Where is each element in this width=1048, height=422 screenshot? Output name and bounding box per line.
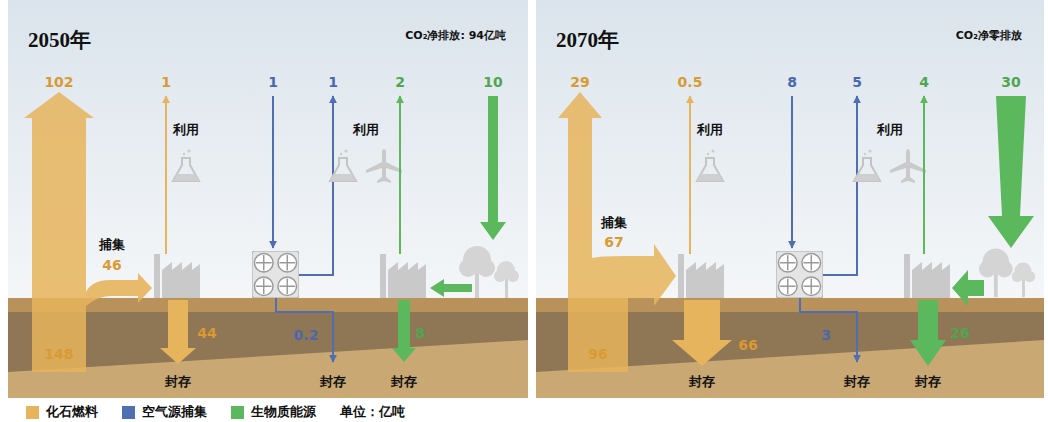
value-number: 1 bbox=[328, 75, 338, 89]
illustration-shape bbox=[173, 150, 199, 182]
legend-item: 空气源捕集 bbox=[122, 403, 207, 421]
illustration-shape bbox=[160, 300, 196, 364]
illustration-shape bbox=[979, 248, 1035, 297]
value-number: 148 bbox=[44, 347, 73, 361]
flow-label: 利用 bbox=[353, 123, 379, 136]
flow-label: 封存 bbox=[391, 375, 417, 388]
illustration-shape bbox=[697, 150, 723, 182]
illustration-shape bbox=[480, 96, 506, 240]
flow-label: 封存 bbox=[915, 375, 941, 388]
value-number: 1 bbox=[161, 75, 171, 89]
legend-text: 化石燃料 bbox=[46, 403, 98, 421]
legend-text: 生物质能源 bbox=[251, 403, 316, 421]
illustration-shape bbox=[823, 96, 857, 275]
legend-text: 空气源捕集 bbox=[142, 403, 207, 421]
illustration-shape bbox=[399, 96, 401, 254]
flow-label: 封存 bbox=[689, 375, 715, 388]
illustration-shape bbox=[276, 298, 333, 362]
panel-subtitle: CO₂净排放: 94亿吨 bbox=[405, 28, 506, 43]
value-number: 1 bbox=[268, 75, 278, 89]
flow-label: 利用 bbox=[697, 123, 723, 136]
illustration-shape bbox=[952, 270, 984, 306]
panel-2070-art bbox=[558, 92, 1035, 372]
illustration-shape bbox=[252, 251, 299, 298]
value-number: 66 bbox=[738, 338, 757, 352]
illustration-shape bbox=[165, 96, 167, 254]
illustration-shape bbox=[672, 300, 732, 366]
illustration-shape bbox=[791, 96, 793, 248]
value-number: 3 bbox=[821, 328, 831, 342]
value-number: 67 bbox=[604, 235, 623, 249]
flow-label: 封存 bbox=[320, 375, 346, 388]
value-number: 102 bbox=[44, 75, 73, 89]
panel: 2050年 CO₂净排放: 94亿吨 bbox=[8, 0, 528, 120]
illustration-shape bbox=[854, 150, 880, 182]
value-number: 44 bbox=[197, 326, 216, 340]
illustration-shape bbox=[330, 150, 356, 182]
panel-ground bbox=[8, 0, 1044, 398]
panel: 2070年 CO₂净零排放 bbox=[536, 0, 1044, 120]
panel-2050-art bbox=[24, 92, 519, 372]
illustration-shape bbox=[558, 92, 676, 372]
legend-swatch bbox=[26, 406, 39, 419]
value-number: 30 bbox=[1001, 75, 1020, 89]
illustration-shape bbox=[904, 254, 950, 298]
illustration-shape bbox=[800, 298, 857, 362]
illustration-shape bbox=[154, 254, 200, 298]
value-number: 0.5 bbox=[678, 75, 703, 89]
illustration-shape bbox=[988, 96, 1034, 248]
value-number: 8 bbox=[415, 326, 425, 340]
flow-label: 利用 bbox=[877, 123, 903, 136]
illustration-shape bbox=[366, 149, 402, 183]
illustration-shape bbox=[678, 254, 724, 298]
illustration-shape bbox=[890, 149, 926, 183]
legend: 化石燃料 空气源捕集 生物质能源 单位：亿吨 bbox=[26, 403, 405, 421]
value-number: 5 bbox=[852, 75, 862, 89]
value-number: 96 bbox=[588, 347, 607, 361]
legend-swatch bbox=[122, 406, 135, 419]
flow-label: 封存 bbox=[165, 375, 191, 388]
value-number: 26 bbox=[950, 326, 969, 340]
value-number: 46 bbox=[102, 258, 121, 272]
legend-item: 生物质能源 bbox=[231, 403, 316, 421]
illustration-shape bbox=[689, 96, 691, 254]
legend-swatch bbox=[231, 406, 244, 419]
unit-note: 单位：亿吨 bbox=[340, 403, 405, 421]
illustration-shape bbox=[380, 254, 426, 298]
illustration-shape bbox=[923, 96, 925, 254]
value-number: 10 bbox=[483, 75, 502, 89]
legend-item: 化石燃料 bbox=[26, 403, 98, 421]
illustration-shape bbox=[776, 251, 823, 298]
illustration-shape bbox=[430, 279, 472, 297]
illustration-shape bbox=[272, 96, 274, 248]
illustration-shape bbox=[299, 96, 333, 275]
value-number: 8 bbox=[787, 75, 797, 89]
panel-subtitle: CO₂净零排放 bbox=[956, 28, 1022, 43]
panel-title: 2050年 bbox=[28, 26, 91, 54]
illustration-shape bbox=[536, 0, 1044, 298]
illustration-shape bbox=[24, 92, 94, 372]
flow-label: 捕集 bbox=[99, 238, 125, 251]
value-number: 0.2 bbox=[294, 328, 319, 342]
value-number: 4 bbox=[919, 75, 929, 89]
illustration-shape bbox=[910, 300, 946, 366]
panel-title: 2070年 bbox=[556, 26, 619, 54]
flow-label: 捕集 bbox=[601, 216, 627, 229]
value-number: 29 bbox=[570, 75, 589, 89]
flow-label: 利用 bbox=[173, 123, 199, 136]
value-number: 2 bbox=[395, 75, 405, 89]
flow-label: 封存 bbox=[844, 375, 870, 388]
illustration-shape bbox=[392, 300, 416, 362]
illustration-shape bbox=[86, 273, 152, 306]
